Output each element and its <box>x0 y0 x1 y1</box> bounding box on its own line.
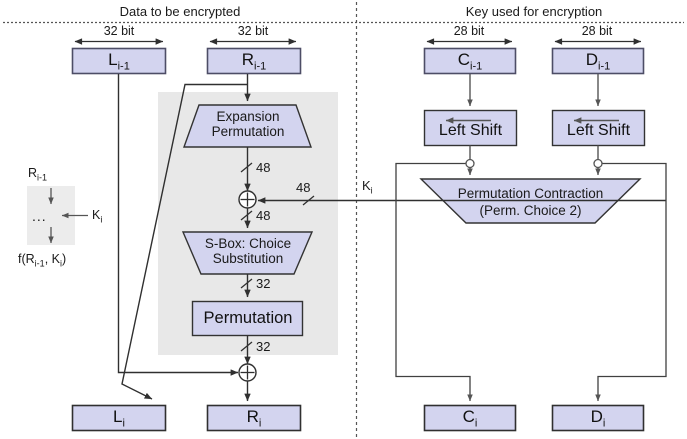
register-label-L-prev: Li-1 <box>108 50 130 73</box>
register-box-D-prev <box>551 47 645 75</box>
legend-key-label: Ki <box>92 208 103 225</box>
width-label-key-input: 48 <box>296 180 311 195</box>
register-label-C-prev: Ci-1 <box>457 50 483 73</box>
register-box-R-prev <box>206 47 302 75</box>
legend-wires <box>48 188 88 244</box>
bit-label-left-key: 28 bit <box>453 24 485 38</box>
key-feedback-wires <box>395 162 667 402</box>
top-register-boxes <box>71 47 645 75</box>
bit-label-right-data: 32 bit <box>237 24 269 38</box>
permutation-label: Permutation <box>203 309 293 327</box>
contraction-line-2: (Perm. Choice 2) <box>479 203 582 218</box>
junction-circle-c <box>465 158 475 169</box>
legend-input-label: Ri-1 <box>28 166 48 183</box>
round-key-label: Ki <box>362 178 373 196</box>
register-label-L-i: Li <box>113 407 125 430</box>
bottom-register-boxes <box>71 404 645 432</box>
width-label-after-sbox: 32 <box>256 276 271 291</box>
section-title-data: Data to be encrypted <box>119 4 241 19</box>
expansion-line-2: Permutation <box>211 124 285 139</box>
register-box-L-prev <box>71 47 167 75</box>
sbox-label: S-Box: Choice Substitution <box>178 236 318 266</box>
width-label-after-xor: 48 <box>256 208 271 223</box>
register-box-L-i <box>71 404 167 432</box>
left-shift-label-d: Left Shift <box>566 122 631 139</box>
permutation-box <box>191 300 304 337</box>
register-box-R-i <box>206 404 302 432</box>
register-box-D-i <box>551 404 645 432</box>
bit-label-left-data: 32 bit <box>103 24 135 38</box>
contraction-line-1: Permutation Contraction <box>457 186 604 201</box>
register-label-R-prev: Ri-1 <box>241 50 267 73</box>
sbox-line-1: S-Box: Choice <box>204 236 292 251</box>
permutation-contraction-label: Permutation Contraction (Perm. Choice 2) <box>421 185 640 219</box>
expansion-line-1: Expansion <box>216 109 280 124</box>
register-label-D-i: Di <box>590 407 606 430</box>
legend-dots: ... <box>32 208 47 224</box>
width-label-after-permutation: 32 <box>256 339 271 354</box>
register-label-D-prev: Di-1 <box>585 50 611 73</box>
key-junction-dots <box>465 158 603 169</box>
section-title-key: Key used for encryption <box>465 4 603 19</box>
bit-width-ticks <box>240 162 315 352</box>
register-box-C-i <box>423 404 517 432</box>
data-wires <box>117 74 666 402</box>
legend-output-label: f(Ri-1, Ki) <box>18 252 67 269</box>
register-label-R-i: Ri <box>246 407 262 430</box>
xor-gates <box>238 190 257 382</box>
sbox-shape <box>181 231 314 275</box>
left-shift-box-d <box>551 109 646 147</box>
section-dividers <box>3 2 684 437</box>
expansion-permutation-label: Expansion Permutation <box>178 109 318 139</box>
bit-label-right-key: 28 bit <box>581 24 613 38</box>
register-box-C-prev <box>423 47 517 75</box>
expansion-permutation-shape <box>183 104 312 148</box>
sbox-line-2: Substitution <box>212 251 284 266</box>
junction-circle-d <box>593 158 603 169</box>
left-shift-label-c: Left Shift <box>438 122 503 139</box>
width-label-after-expansion: 48 <box>256 160 271 175</box>
register-label-C-i: Ci <box>462 407 478 430</box>
